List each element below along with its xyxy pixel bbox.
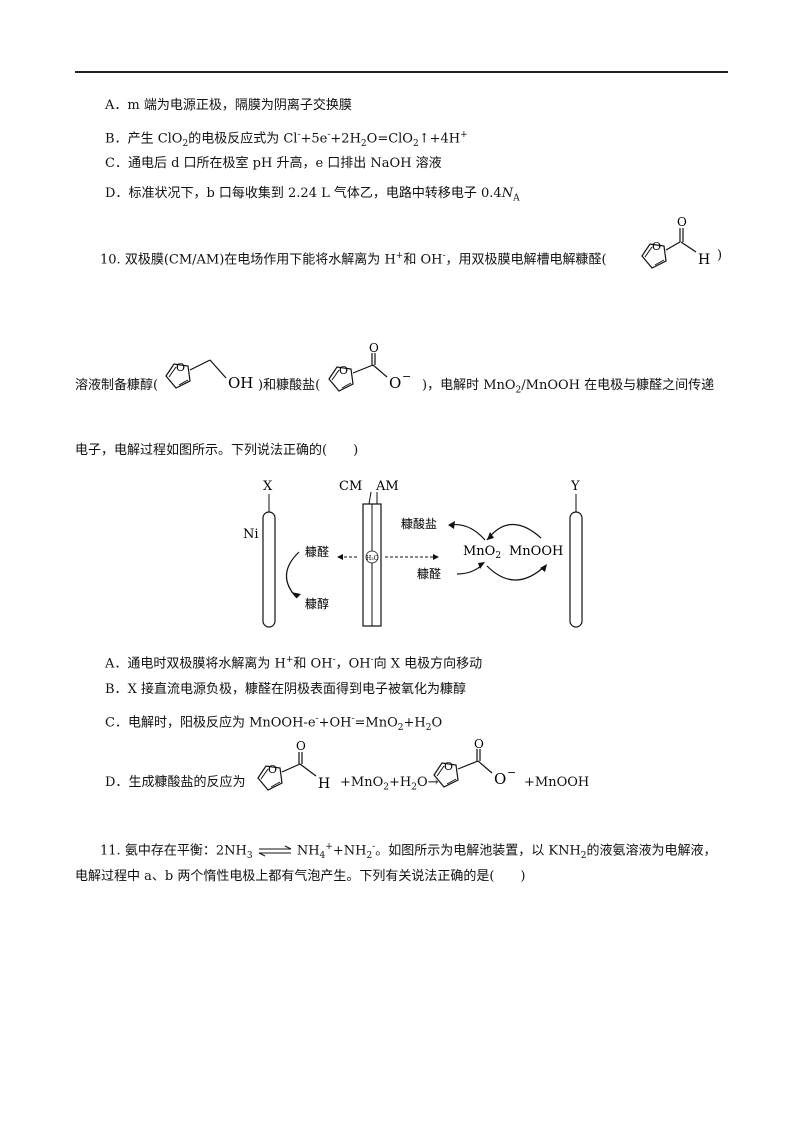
ring-oxygen: O (444, 760, 453, 773)
label-h2o: H₂O (366, 555, 379, 562)
furfural-structure-d: O O H (257, 740, 330, 792)
aldehyde-h: H (318, 776, 330, 792)
label-furfural-right: 糠醛 (417, 566, 441, 581)
question-10-line2-b: )和糠酸盐( (258, 378, 321, 393)
ring-oxygen: O (339, 364, 348, 377)
q10-option-b[interactable]: B．X 接直流电源负极，糠醛在阴极表面得到电子被氧化为糠醇 (105, 682, 466, 697)
q10-option-a[interactable]: A．通电时双极膜将水解离为 H+和 OH-，OH-向 X 电极方向移动 (105, 655, 483, 672)
label-ni: Ni (243, 527, 259, 542)
question-11-stem: 11. 氨中存在平衡：2NH3 NH4++NH2-。如图所示为电解池装置，以 K… (100, 842, 717, 861)
carbonyl-oxygen: O (677, 216, 687, 229)
y-electrode (569, 511, 583, 628)
question-10-line2-c: )，电解时 MnO2/MnOOH 在电极与糠醛之间传递 (422, 378, 715, 396)
label-mno2: MnO2 (463, 544, 501, 561)
aldehyde-h: H (698, 252, 710, 268)
q10-option-d-mid: +MnO2+H2O→ (340, 775, 439, 793)
label-am: AM (375, 479, 399, 494)
furoate-structure-d: O O O − (433, 737, 516, 788)
furfuryl-alcohol-structure: O OH (165, 359, 253, 392)
electrolysis-diagram: X Ni 糠醛 糠醇 CM AM H₂O 糠酸盐 糠醛 MnO2 MnOOH Y (243, 479, 583, 628)
carbonyl-oxygen: O (369, 343, 379, 355)
option-d[interactable]: D．标准状况下，b 口每收集到 2.24 L 气体乙，电路中转移电子 0.4NA (105, 186, 520, 204)
hydroxyl: OH (228, 374, 253, 392)
label-x: X (263, 479, 273, 494)
equilibrium-arrow-icon (258, 845, 291, 857)
charge: − (507, 766, 516, 779)
option-c[interactable]: C．通电后 d 口所在极室 pH 升高，e 口排出 NaOH 溶液 (105, 156, 442, 171)
paren-close: ) (717, 248, 723, 263)
option-b[interactable]: B．产生 ClO2的电极反应式为 Cl-+5e-+2H2O=ClO2↑+4H+ (105, 130, 468, 149)
ring-oxygen: O (652, 240, 661, 253)
question-10-stem: 10. 双极膜(CM/AM)在电场作用下能将水解离为 H+和 OH-，用双极膜电… (100, 251, 607, 268)
furoate-structure: O O O − (328, 343, 411, 392)
ring-oxygen: O (268, 763, 277, 776)
label-furfuryl-alcohol: 糠醇 (305, 596, 329, 611)
question-11-line2: 电解过程中 a、b 两个惰性电极上都有气泡产生。下列有关说法正确的是( ) (75, 869, 526, 884)
q10-option-c[interactable]: C．电解时，阳极反应为 MnOOH-e-+OH-=MnO2+H2O (105, 714, 443, 733)
carbonyl-oxygen: O (474, 737, 484, 751)
furfural-structure: O O H (641, 216, 710, 269)
ni-electrode (262, 511, 276, 628)
charge: − (402, 370, 411, 383)
label-cm: CM (339, 479, 362, 494)
q10-option-d-end: +MnOOH (524, 775, 590, 790)
question-10-line3: 电子，电解过程如图所示。下列说法正确的( ) (75, 443, 359, 458)
oxide: O (494, 770, 506, 788)
label-y: Y (570, 479, 580, 494)
carbonyl-oxygen: O (296, 740, 306, 753)
label-furfural: 糠醛 (305, 544, 329, 559)
oxide: O (389, 374, 401, 392)
q10-option-d[interactable]: D．生成糠酸盐的反应为 (105, 775, 246, 790)
option-a[interactable]: A．m 端为电源正极，隔膜为阴离子交换膜 (105, 98, 352, 113)
label-furoate: 糠酸盐 (401, 516, 437, 531)
label-mnooh: MnOOH (509, 544, 563, 559)
ring-oxygen: O (176, 361, 185, 374)
header-rule (75, 71, 728, 73)
question-10-line2-a: 溶液制备糠醇( (75, 378, 159, 393)
